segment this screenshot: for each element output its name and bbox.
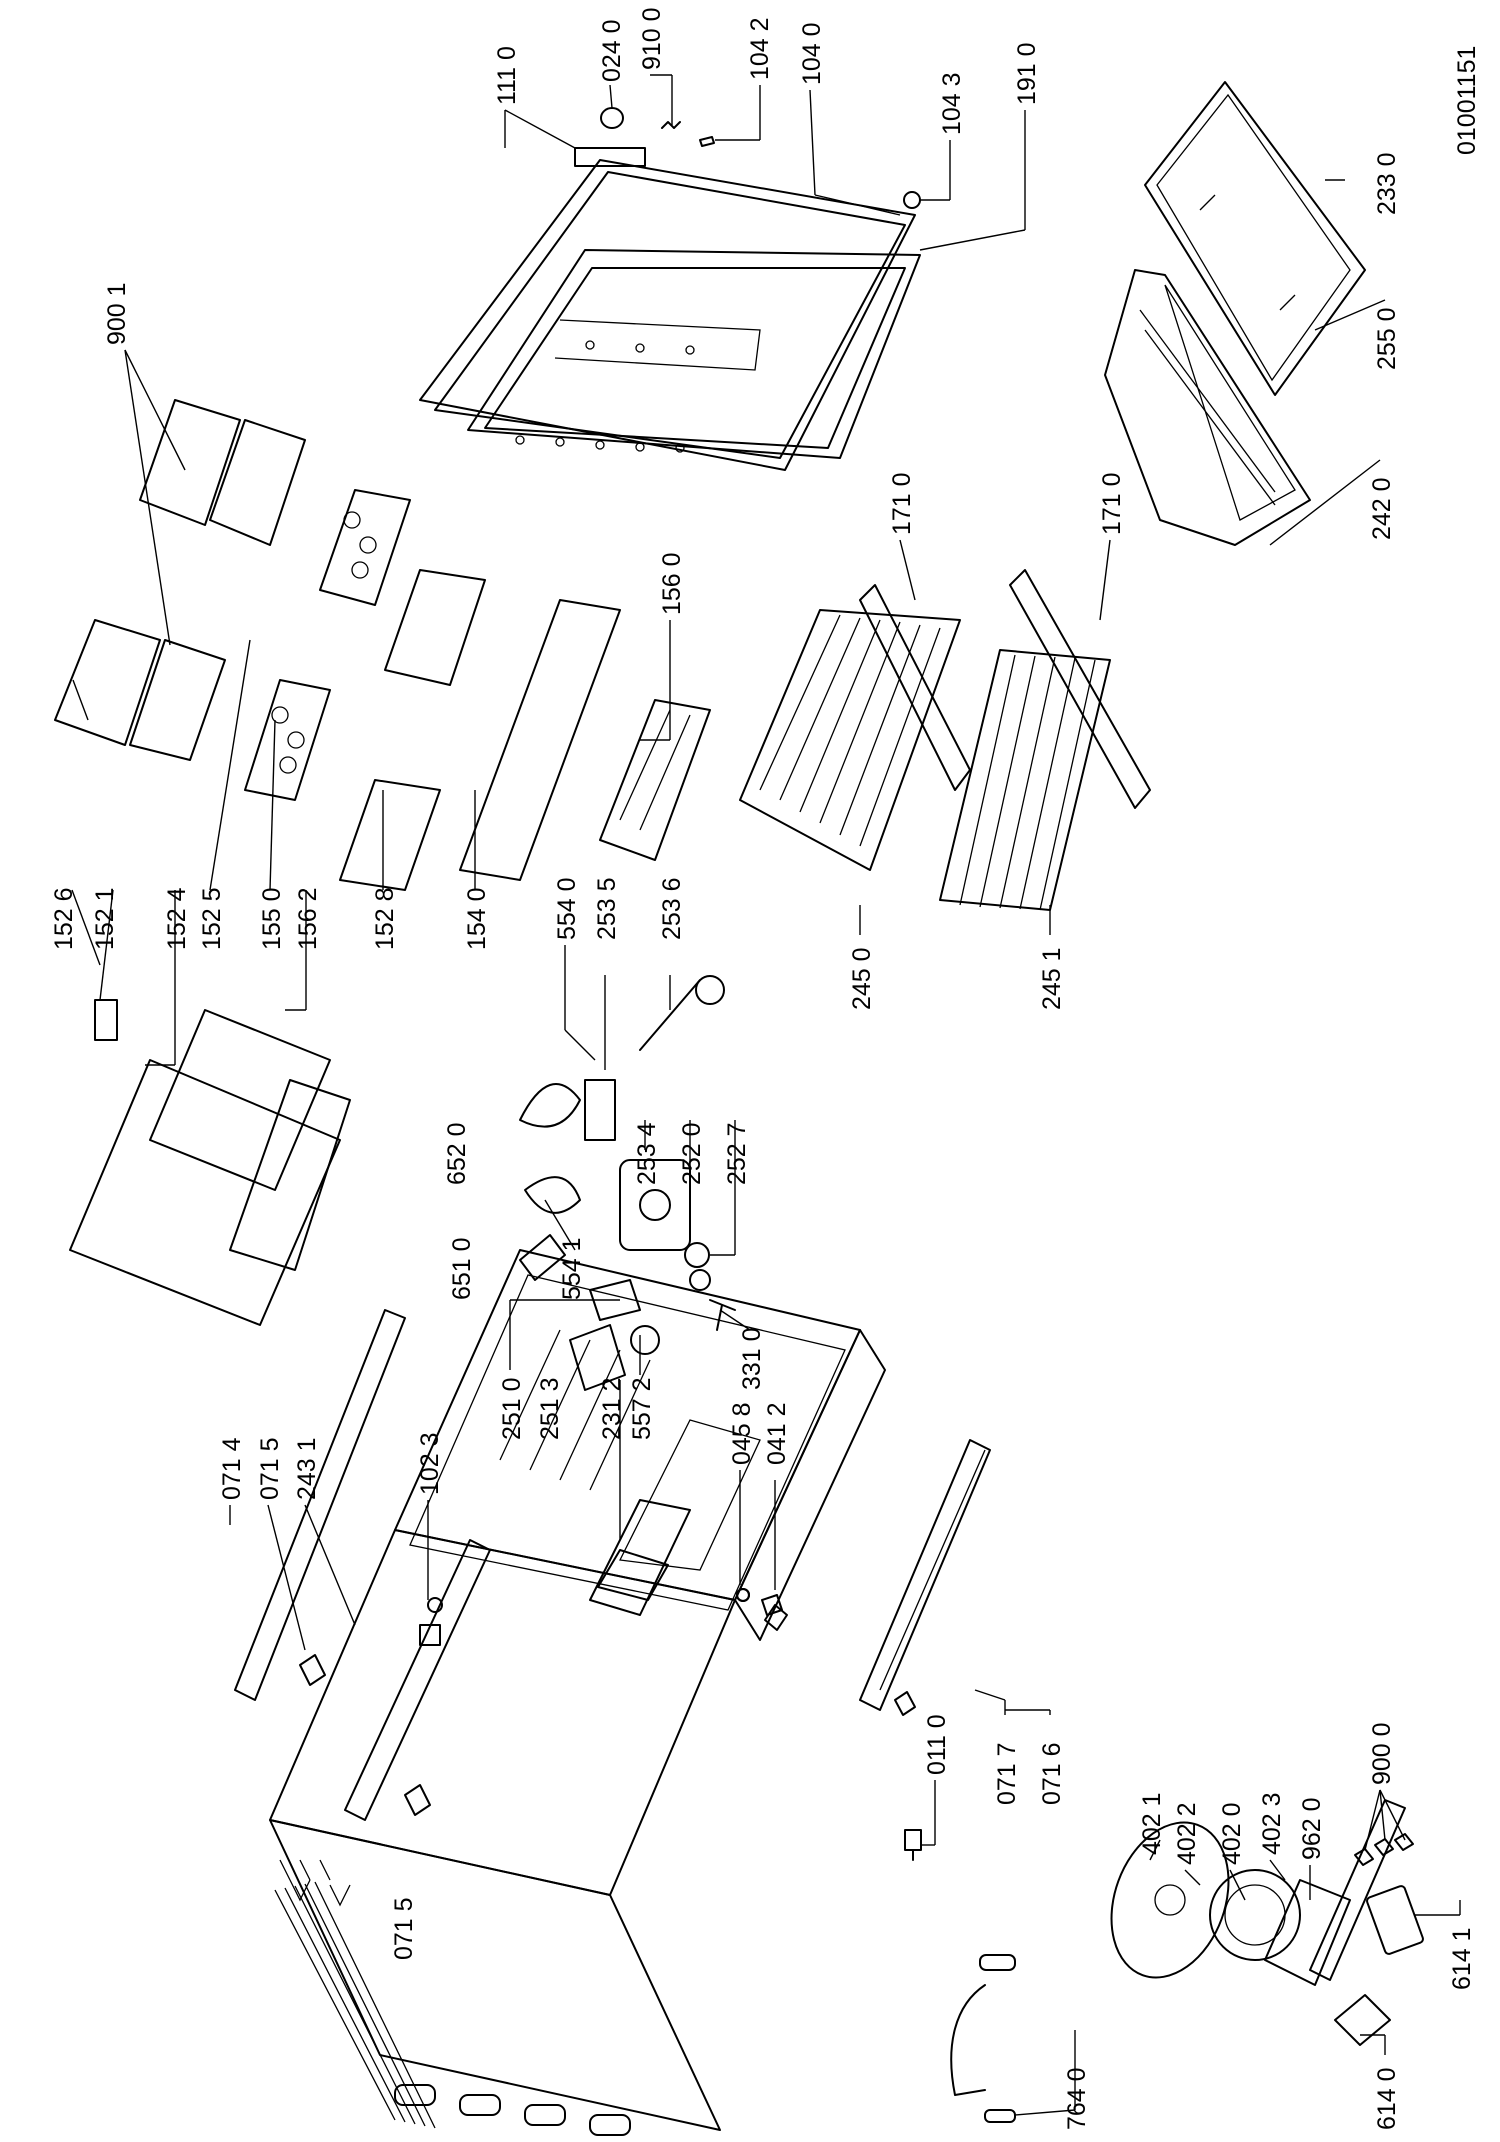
label-764-0: 764 0: [1063, 2067, 1091, 2130]
label-071-5-top: 071 5: [256, 1437, 284, 1500]
part-labels: 152 6 152 1 152 4 152 5 155 0 156 2 152 …: [50, 7, 1476, 2130]
foot-screw: [904, 1829, 922, 1861]
label-402-0: 402 0: [1218, 1802, 1246, 1865]
label-104-2: 104 2: [746, 17, 774, 80]
label-154-0: 154 0: [463, 887, 491, 950]
label-554-0: 554 0: [553, 877, 581, 940]
label-251-0: 251 0: [498, 1377, 526, 1440]
label-402-1: 402 1: [1138, 1792, 1166, 1855]
thermostat-parts: [519, 975, 736, 1391]
label-156-0: 156 0: [658, 552, 686, 615]
wire-shelves: [739, 569, 1151, 911]
label-962-0: 962 0: [1298, 1797, 1326, 1860]
door-assembly: [419, 107, 921, 471]
label-155-0: 155 0: [258, 887, 286, 950]
label-152-6: 152 6: [50, 887, 78, 950]
label-152-4: 152 4: [163, 887, 191, 950]
label-152-1: 152 1: [91, 887, 119, 950]
label-255-0: 255 0: [1373, 307, 1401, 370]
label-243-1: 243 1: [293, 1437, 321, 1500]
label-156-2: 156 2: [294, 887, 322, 950]
label-614-0: 614 0: [1373, 2067, 1401, 2130]
label-557-2: 557 2: [628, 1377, 656, 1440]
door-bins: [54, 399, 711, 1326]
label-245-0: 245 0: [848, 947, 876, 1010]
label-152-8: 152 8: [371, 887, 399, 950]
label-900-0: 900 0: [1368, 1722, 1396, 1785]
crisper-assembly: [1104, 81, 1366, 546]
label-102-3: 102 3: [416, 1432, 444, 1495]
label-651-0: 651 0: [448, 1237, 476, 1300]
label-251-3: 251 3: [536, 1377, 564, 1440]
label-104-0: 104 0: [798, 22, 826, 85]
cabinet-body: [234, 1249, 991, 2136]
label-242-0: 242 0: [1368, 477, 1396, 540]
label-071-4: 071 4: [218, 1437, 246, 1500]
condenser-grille: [274, 1881, 631, 2136]
label-652-0: 652 0: [443, 1122, 471, 1185]
label-071-5-side: 071 5: [390, 1897, 418, 1960]
label-171-0-upper: 171 0: [888, 472, 916, 535]
leader-lines: [71, 74, 1461, 2116]
label-171-0-lower: 171 0: [1098, 472, 1126, 535]
document-number: 01001151: [1453, 46, 1481, 155]
label-402-2: 402 2: [1173, 1802, 1201, 1865]
label-104-3: 104 3: [938, 72, 966, 135]
label-402-3: 402 3: [1258, 1792, 1286, 1855]
small-parts: [597, 1549, 783, 1616]
label-011-0: 011 0: [923, 1714, 951, 1775]
label-024-0: 024 0: [598, 19, 626, 82]
compressor-assembly: [950, 1799, 1424, 2123]
label-191-0: 191 0: [1013, 42, 1041, 105]
label-071-7: 071 7: [993, 1742, 1021, 1805]
label-253-4: 253 4: [633, 1122, 661, 1185]
label-253-5: 253 5: [593, 877, 621, 940]
label-910-0: 910 0: [638, 7, 666, 70]
label-111-0: 111 0: [493, 46, 521, 105]
label-152-5: 152 5: [198, 887, 226, 950]
part-drawings: [54, 81, 1424, 2136]
label-252-0: 252 0: [678, 1122, 706, 1185]
label-554-1: 554 1: [558, 1237, 586, 1300]
label-233-0: 233 0: [1373, 152, 1401, 215]
label-253-6: 253 6: [658, 877, 686, 940]
label-071-6: 071 6: [1038, 1742, 1066, 1805]
label-045-8: 045 8: [728, 1402, 756, 1465]
label-245-1: 245 1: [1038, 947, 1066, 1010]
label-252-7: 252 7: [723, 1122, 751, 1185]
label-614-1: 614 1: [1448, 1927, 1476, 1990]
label-041-2: 041 2: [763, 1402, 791, 1465]
label-900-1: 900 1: [103, 282, 131, 345]
label-331-0: 331 0: [738, 1327, 766, 1390]
label-231-2: 231 2: [598, 1377, 626, 1440]
